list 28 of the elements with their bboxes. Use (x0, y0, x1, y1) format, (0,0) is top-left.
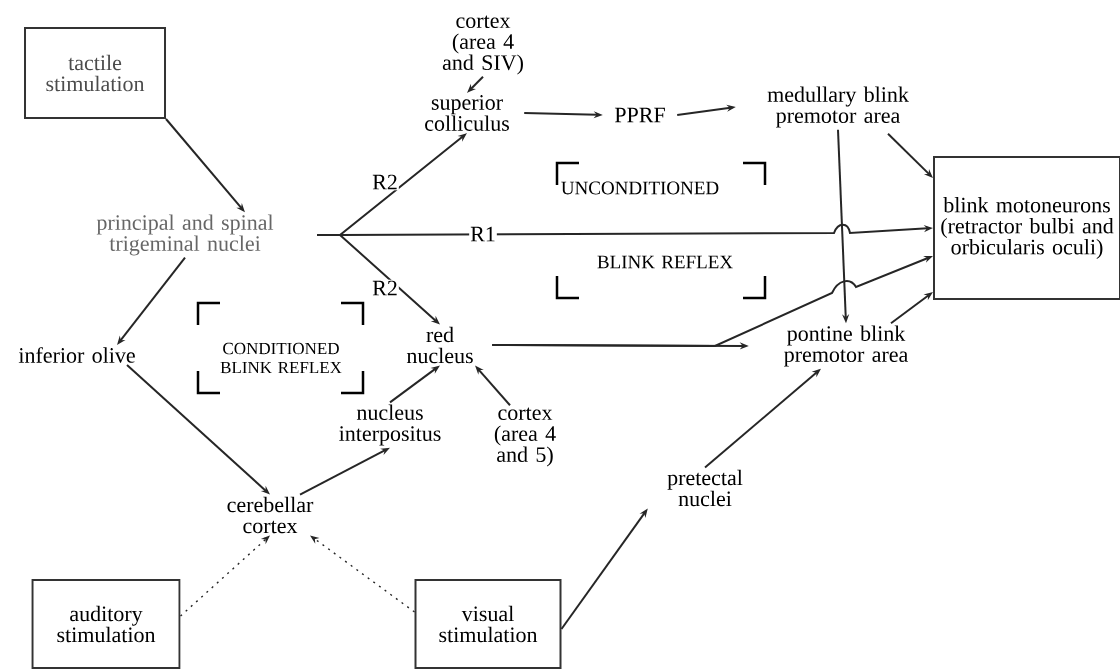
area-label: red nucleus (406, 326, 473, 364)
arrow (310, 535, 416, 613)
arrow (887, 132, 933, 178)
edge-label: R1 (469, 225, 497, 243)
area-label: nucleus interpositus (339, 404, 441, 446)
region-label: UNCONDITIONED (561, 181, 719, 195)
edge-label: R2 (371, 279, 399, 297)
area-label: cortex (area 4 and SIV) (442, 15, 523, 75)
target-box: blink motoneurons (retractor bulbi and orbicularis oculi) (933, 156, 1120, 300)
region-label: BLINK REFLEX (597, 255, 733, 269)
arrow (389, 365, 440, 404)
edge-label: R2 (371, 173, 399, 191)
region-label: CONDITIONED BLINK REFLEX (220, 342, 342, 374)
area-label: pretectal nuclei (667, 469, 743, 507)
stimulus-box: visual stimulation (414, 579, 562, 669)
area-label: superior colliculus (425, 95, 509, 131)
area-label: cortex (area 4 and 5) (494, 407, 556, 467)
area-label: medullary blink premotor area (767, 86, 909, 128)
nucleus-label: principal and spinal trigeminal nuclei (96, 214, 274, 256)
area-label: cerebellar cortex (227, 496, 314, 534)
arrow (117, 256, 186, 345)
area-label: PPRF (614, 107, 665, 123)
stimulus-box: auditory stimulation (31, 579, 181, 669)
stimulus-box: tactile stimulation (24, 27, 166, 119)
area-label: pontine blink premotor area (784, 325, 908, 367)
area-label: inferior olive (18, 347, 135, 363)
arrow (467, 75, 484, 93)
arrow (890, 292, 933, 325)
